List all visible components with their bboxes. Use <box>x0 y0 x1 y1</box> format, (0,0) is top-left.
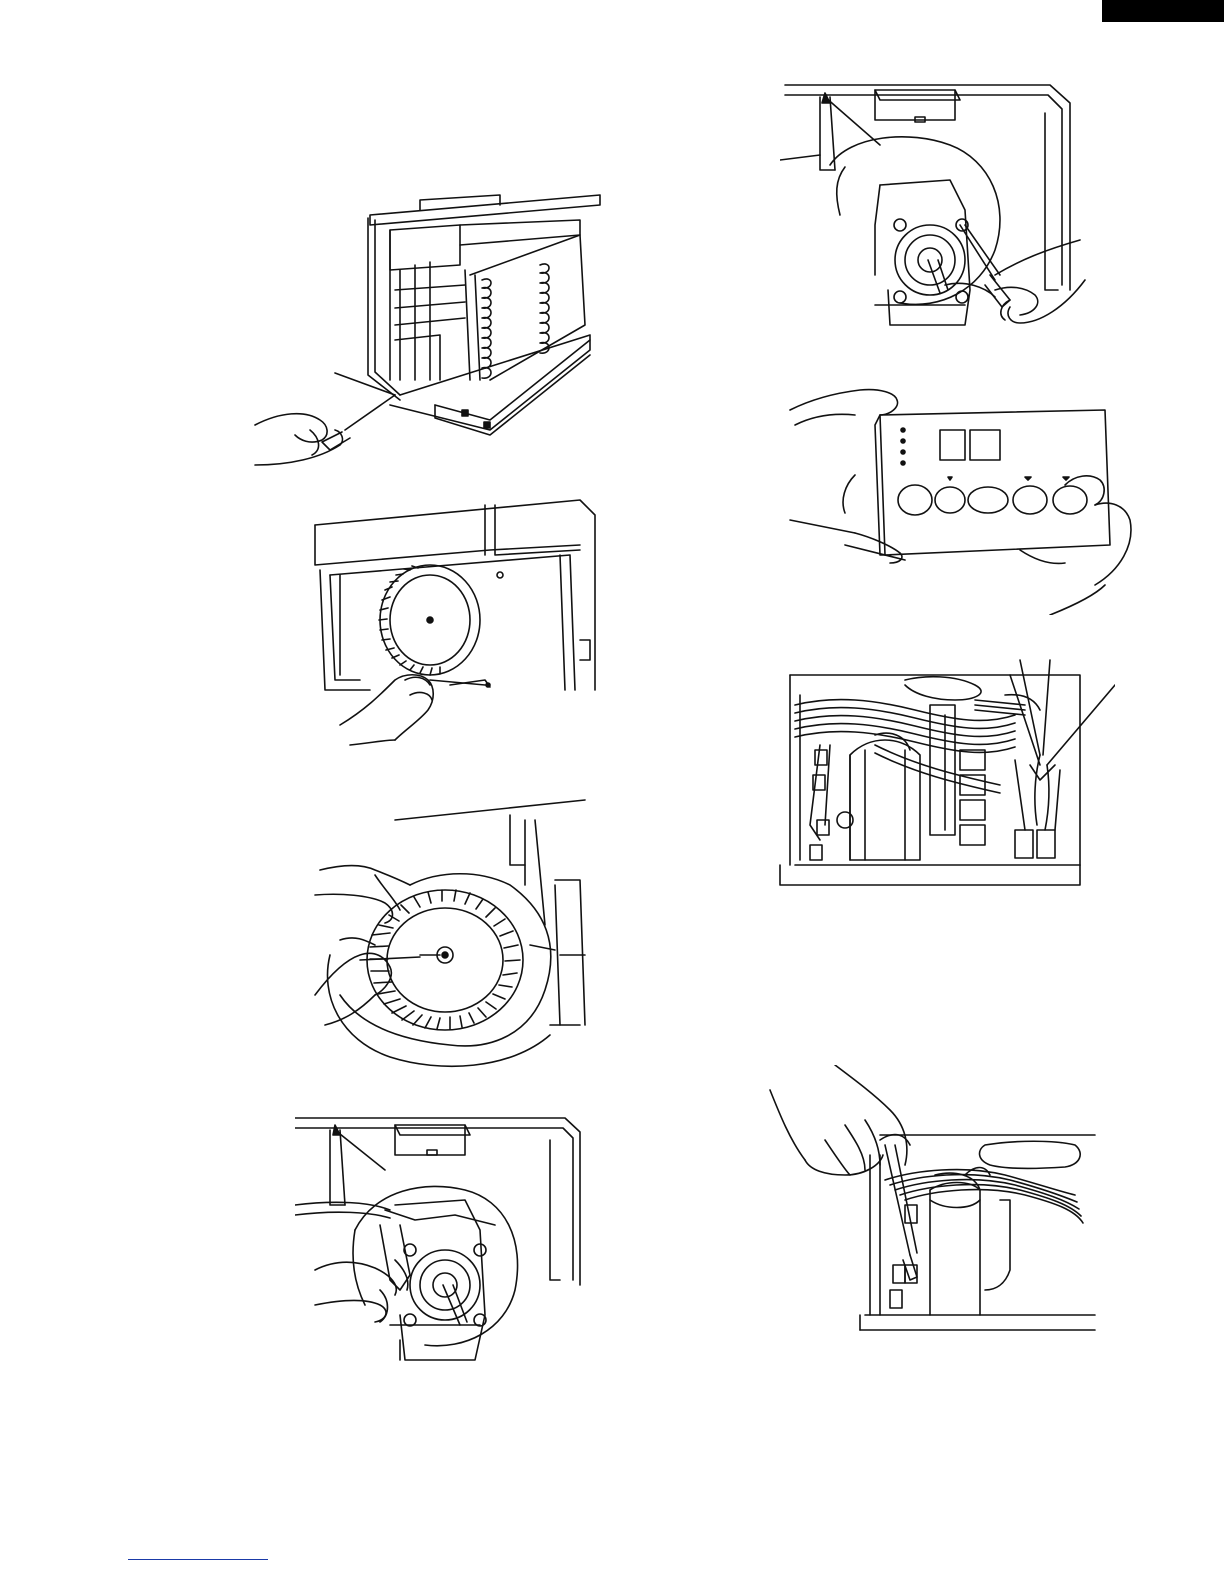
figure-motor-mount <box>780 75 1090 330</box>
header-tab <box>1102 0 1224 22</box>
footer-rule <box>128 1559 268 1560</box>
figure-motor-wires <box>295 1110 585 1365</box>
figure-capacitor-leads <box>765 1065 1105 1355</box>
figure-control-panel <box>785 385 1135 615</box>
figure-blower-wheel <box>300 795 590 1075</box>
figure-blower-housing <box>310 495 605 760</box>
figure-cabinet-screw <box>250 190 610 475</box>
figure-control-box <box>775 655 1115 900</box>
